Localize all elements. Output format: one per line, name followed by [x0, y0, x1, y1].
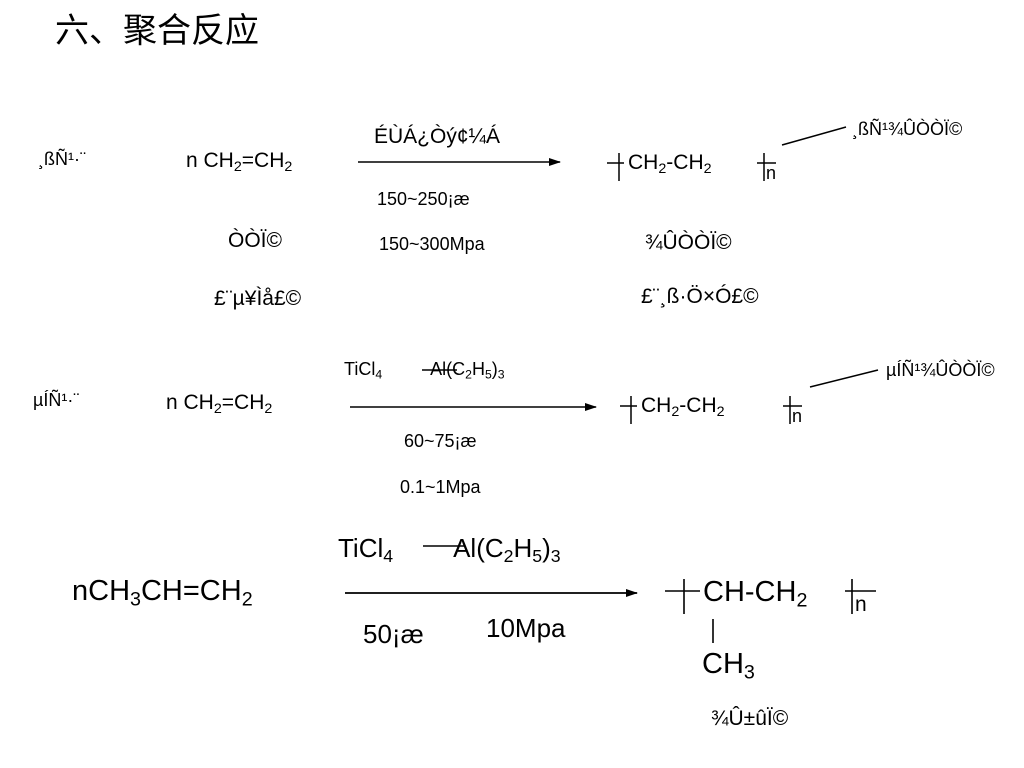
reaction2-product-subscript-n: n [792, 406, 803, 426]
reaction2-product-brackets [620, 396, 802, 424]
reaction1-product-brackets [607, 153, 776, 181]
reaction2-temperature: 60~75¡æ [404, 431, 477, 451]
reaction1-polymer-note: £¨¸ß·Ö×Ó£© [641, 285, 759, 308]
reaction1-method-label: ¸ßÑ¹·¨ [38, 149, 86, 169]
reaction3-pressure: 10Mpa [486, 613, 566, 643]
reaction1-callout-label: ¸ßÑ¹¾ÛÒÒÏ© [852, 119, 963, 139]
reaction1-product-subscript-n: n [766, 163, 777, 183]
reaction1-condition-top: ÉÙÁ¿Òý¢¼Á [374, 125, 501, 148]
reaction3-polymer-name: ¾Û±ûÏ© [711, 707, 789, 730]
reaction2-product: CH2-CH2 [641, 394, 725, 420]
reaction3-temperature: 50¡æ [363, 619, 424, 649]
page-title: 六、聚合反应 [55, 11, 259, 51]
reaction1-reactant: n CH2=CH2 [186, 149, 293, 175]
reaction2-callout-line [809, 369, 879, 388]
reaction3-product: CH-CH2 [703, 576, 808, 612]
reaction2-pressure: 0.1~1Mpa [400, 477, 481, 497]
reaction3-product-brackets [665, 579, 876, 614]
reaction1-product: CH2-CH2 [628, 151, 712, 177]
reaction2-callout-label: µÍÑ¹¾ÛÒÒÏ© [886, 360, 995, 380]
reaction3-methyl-substituent: CH3 [702, 648, 755, 684]
reaction1-temperature: 150~250¡æ [377, 189, 470, 209]
reaction1-monomer-note: £¨µ¥Ìå£© [214, 287, 302, 310]
reaction3-product-subscript-n: n [855, 593, 867, 616]
reaction1-callout-line [781, 126, 847, 146]
reaction1-monomer-name: ÒÒÏ© [228, 229, 282, 252]
reaction2-method-label: µÍÑ¹·¨ [33, 390, 80, 410]
reaction1-pressure: 150~300Mpa [379, 234, 485, 254]
reaction2-reactant: n CH2=CH2 [166, 391, 273, 417]
reaction3-reactant: nCH3CH=CH2 [72, 575, 253, 611]
reaction1-polymer-name: ¾ÛÒÒÏ© [645, 231, 732, 254]
